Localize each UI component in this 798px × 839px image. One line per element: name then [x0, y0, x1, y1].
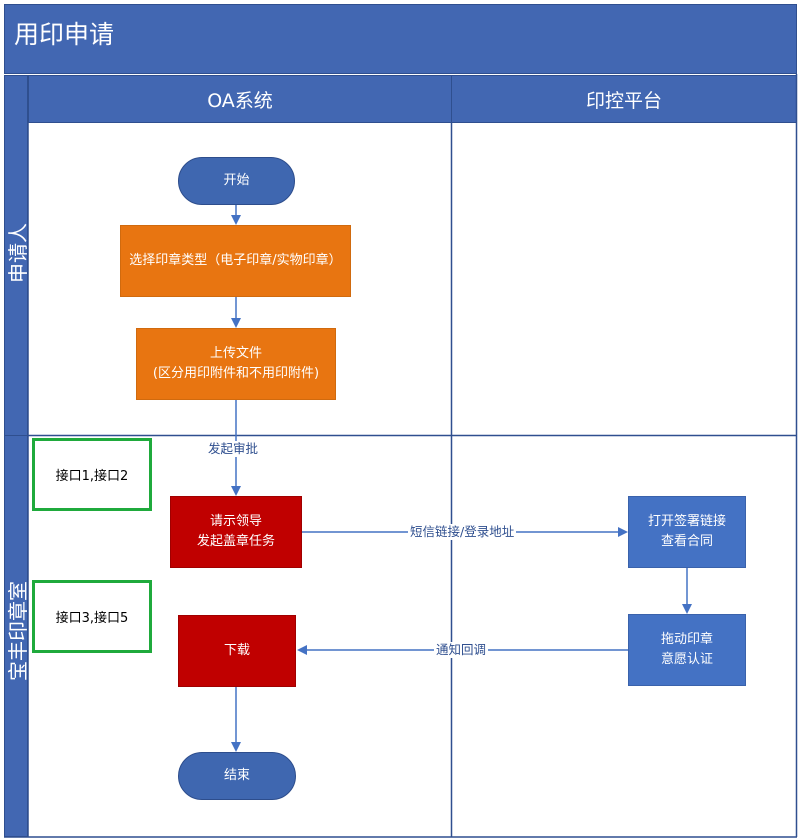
title-bar [4, 4, 797, 74]
select-seal-type-box: 选择印章类型（电子印章/实物印章） [120, 225, 351, 297]
upload-file-line1: 上传文件 [209, 346, 262, 361]
start-terminal: 开始 [178, 157, 295, 205]
request-leader-box: 请示领导 发起盖章任务 [170, 496, 302, 568]
drag-seal-line2: 意愿认证 [660, 652, 713, 667]
open-sign-link-box: 打开签署链接 查看合同 [628, 496, 746, 568]
edge-label-sms-link: 短信链接/登录地址 [408, 524, 517, 540]
column-header-oa: OA系统 [28, 75, 452, 123]
upload-file-line2: (区分用印附件和不用印附件) [152, 366, 320, 381]
api-note-3-5: 接口3,接口5 [32, 580, 152, 653]
open-sign-link-line1: 打开签署链接 [647, 514, 726, 529]
diagram-title: 用印申请 [14, 20, 115, 49]
open-sign-link-line2: 查看合同 [660, 534, 713, 549]
column-header-seal-platform: 印控平台 [451, 75, 797, 123]
edge-label-approval: 发起审批 [206, 441, 261, 457]
drag-seal-line1: 拖动印章 [660, 632, 713, 647]
drag-seal-box: 拖动印章 意愿认证 [628, 614, 746, 686]
api-note-1-2: 接口1,接口2 [32, 438, 152, 511]
download-box: 下载 [178, 615, 296, 687]
request-leader-line2: 发起盖章任务 [196, 534, 275, 549]
edge-label-callback: 通知回调 [434, 642, 489, 658]
end-terminal: 结束 [178, 752, 296, 800]
upload-file-box: 上传文件 (区分用印附件和不用印附件) [136, 328, 336, 400]
request-leader-line1: 请示领导 [209, 514, 262, 529]
